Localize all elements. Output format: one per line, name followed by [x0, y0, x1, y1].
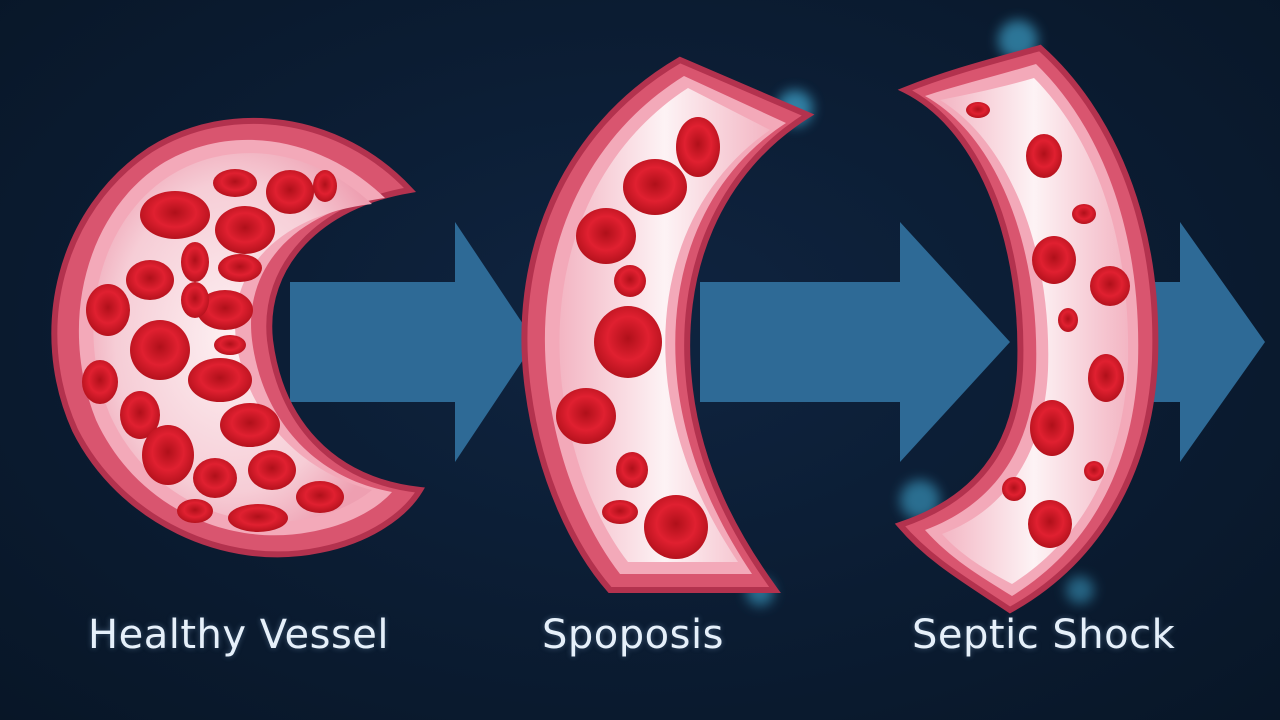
sposis-vessel [521, 56, 815, 606]
label-healthy-vessel: Healthy Vessel [88, 612, 390, 658]
septic-vessel [894, 20, 1159, 614]
arrow-2 [700, 222, 1010, 462]
arrow-1 [290, 222, 535, 462]
label-spoposis: Spoposis [542, 612, 724, 658]
septic-red-cells [966, 102, 1130, 548]
healthy-vessel [51, 117, 425, 558]
arrow-3 [1150, 222, 1265, 462]
healthy-red-cells [82, 169, 344, 532]
sposis-red-cells [556, 117, 720, 559]
label-septic-shock: Septic Shock [912, 612, 1176, 658]
